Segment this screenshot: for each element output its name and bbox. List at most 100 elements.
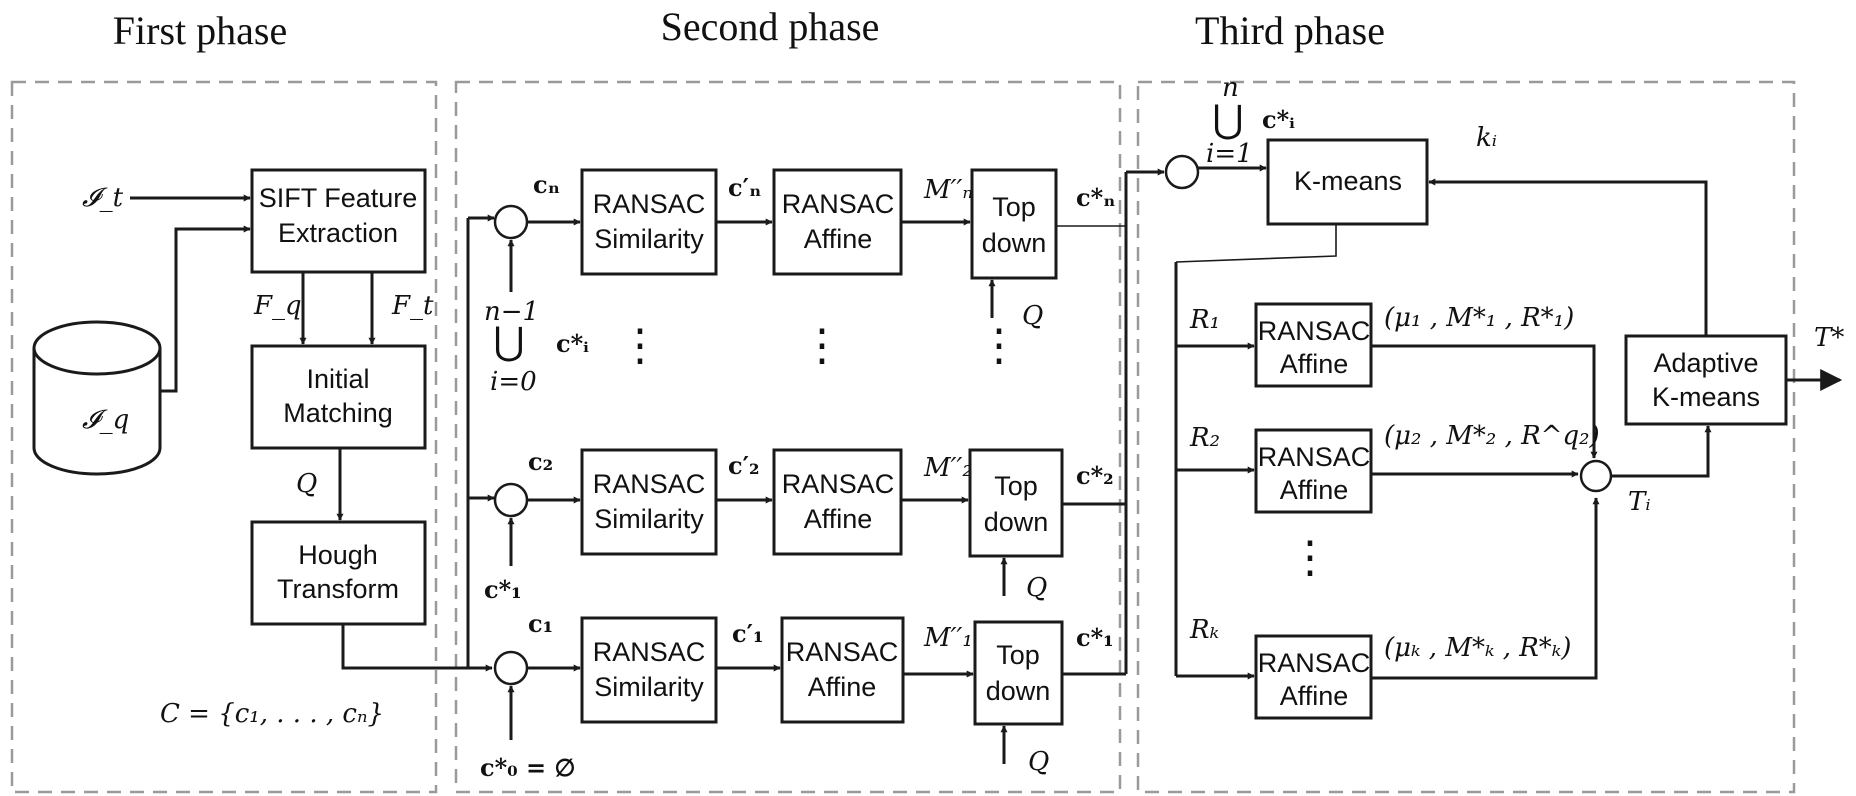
union-symbol: ⋃ xyxy=(1212,97,1243,141)
ransac-label: RANSAC xyxy=(786,637,899,667)
output-label: T* xyxy=(1814,323,1844,353)
ransac-similarity-box xyxy=(580,616,718,724)
side-input-label: c*₁ xyxy=(484,575,522,604)
input-q-label: 𝓘_q xyxy=(82,405,129,435)
affine-label: Affine xyxy=(1280,475,1349,505)
ransac-affine-box xyxy=(772,448,903,556)
ti-label: Tᵢ xyxy=(1628,487,1651,517)
sum-node xyxy=(493,650,529,686)
affine-label: Affine xyxy=(1280,349,1349,379)
ransac-similarity-box xyxy=(580,168,718,276)
ellipsis-vertical: ⋮ xyxy=(800,320,844,371)
ft-label: F_t xyxy=(391,291,434,321)
ransac-affine-box xyxy=(1254,428,1373,514)
c-in-label: cₙ xyxy=(533,170,560,199)
third-phase: n ⋃ i=1 c*ᵢ K-means kᵢ R₁ RANSAC Affine … xyxy=(1164,73,1844,720)
adaptive-label-2: K-means xyxy=(1652,382,1760,412)
c-star-label: c*₂ xyxy=(1076,461,1114,490)
union-bottom-label: i=0 xyxy=(490,367,537,397)
side-input-label: c*₀ = ∅ xyxy=(480,753,575,782)
second-phase-frame xyxy=(454,80,1122,794)
similarity-label: Similarity xyxy=(594,672,704,702)
second-phase: cₙ n−1 ⋃ c*ᵢ i=0 RANSAC Similarity c′ₙ R… xyxy=(480,168,1116,782)
m-prime-label: M′′₁ xyxy=(923,623,973,653)
ransac-affine-box xyxy=(780,616,905,724)
affine-label: Affine xyxy=(804,224,873,254)
union-symbol: ⋃ xyxy=(493,319,524,363)
ellipsis-vertical: ⋮ xyxy=(1288,532,1332,583)
down-label: down xyxy=(982,228,1047,258)
second-phase-title: Second phase xyxy=(661,4,880,49)
top-label: Top xyxy=(992,192,1036,222)
hough-output-line xyxy=(341,624,493,672)
union-var-label: c*ᵢ xyxy=(1262,105,1295,134)
hough-label-1: Hough xyxy=(298,540,378,570)
sift-label-1: SIFT Feature xyxy=(259,183,418,213)
ransac-label: RANSAC xyxy=(782,189,895,219)
m-prime-label: M′′₂ xyxy=(923,453,973,483)
first-phase: 𝓘_t 𝓘_q SIFT Feature Extraction F_q F_t … xyxy=(32,168,434,729)
c-star-label: c*₁ xyxy=(1076,623,1114,652)
ransac-label: RANSAC xyxy=(1258,316,1371,346)
third-phase-frame xyxy=(1136,80,1796,794)
hough-label-2: Transform xyxy=(277,574,399,604)
hough-box xyxy=(250,520,427,626)
union-top-label: n xyxy=(1222,73,1239,103)
q-label: Q xyxy=(296,469,317,499)
c-star-label: c*ₙ xyxy=(1076,183,1116,212)
q-input-label: Q xyxy=(1022,301,1043,331)
similarity-label: Similarity xyxy=(594,504,704,534)
ransac-label: RANSAC xyxy=(593,189,706,219)
initial-label-2: Matching xyxy=(283,398,393,428)
union-top-label: n−1 xyxy=(484,297,539,327)
ellipsis-vertical: ⋮ xyxy=(618,320,662,371)
initial-label-1: Initial xyxy=(306,364,369,394)
top-label: Top xyxy=(996,640,1040,670)
ransac-affine-box xyxy=(772,168,903,276)
sum-node xyxy=(493,482,529,518)
similarity-label: Similarity xyxy=(594,224,704,254)
r-label: R₁ xyxy=(1189,305,1220,335)
tuple-label: (μ₂ , M*₂ , R^q₂) xyxy=(1384,421,1600,451)
first-phase-title: First phase xyxy=(113,8,287,53)
ransac-label: RANSAC xyxy=(1258,648,1371,678)
tuple-label: (μₖ , M*ₖ , R*ₖ) xyxy=(1384,633,1571,663)
union-node xyxy=(1164,154,1200,190)
ellipsis-vertical: ⋮ xyxy=(977,320,1021,371)
input-t-label: 𝓘_t xyxy=(82,183,124,213)
ki-label: kᵢ xyxy=(1476,123,1497,153)
cluster-row-n: cₙ n−1 ⋃ c*ᵢ i=0 RANSAC Similarity c′ₙ R… xyxy=(484,168,1116,397)
first-phase-frame xyxy=(10,80,438,794)
initial-matching-box xyxy=(250,344,427,450)
down-label: down xyxy=(984,507,1049,537)
r-label: R₂ xyxy=(1189,423,1220,453)
top-down-box xyxy=(973,620,1064,726)
fq-label: F_q xyxy=(253,291,302,321)
top-down-box xyxy=(970,168,1058,280)
r-label: Rₖ xyxy=(1189,615,1219,645)
tuple-label: (μ₁ , M*₁ , R*₁) xyxy=(1384,303,1574,333)
sift-label-2: Extraction xyxy=(278,218,398,248)
top-label: Top xyxy=(994,471,1038,501)
clusters-label: C = {c₁, . . . , cₙ} xyxy=(160,699,384,729)
q-input-label: Q xyxy=(1028,747,1049,777)
sum-node xyxy=(1579,459,1613,493)
q-input-label: Q xyxy=(1026,573,1047,603)
union-bottom-label: i=1 xyxy=(1206,139,1253,169)
sum-node xyxy=(493,204,529,240)
c-prime-label: c′ₙ xyxy=(728,173,761,202)
kmeans-box xyxy=(1266,138,1429,226)
c-prime-label: c′₂ xyxy=(728,451,759,480)
affine-label: Affine xyxy=(804,504,873,534)
ransac-label: RANSAC xyxy=(593,469,706,499)
cluster-row-1: c₁ c*₀ = ∅ RANSAC Similarity c′₁ RANSAC … xyxy=(480,609,1114,782)
kmeans-label: K-means xyxy=(1294,166,1402,196)
c-prime-label: c′₁ xyxy=(732,619,763,648)
m-prime-label: M′′ₙ xyxy=(923,175,973,205)
ransac-affine-box xyxy=(1254,634,1373,720)
sift-box xyxy=(250,168,427,274)
database-icon xyxy=(32,320,162,476)
affine-label: Affine xyxy=(1280,681,1349,711)
ransac-similarity-box xyxy=(580,448,718,556)
